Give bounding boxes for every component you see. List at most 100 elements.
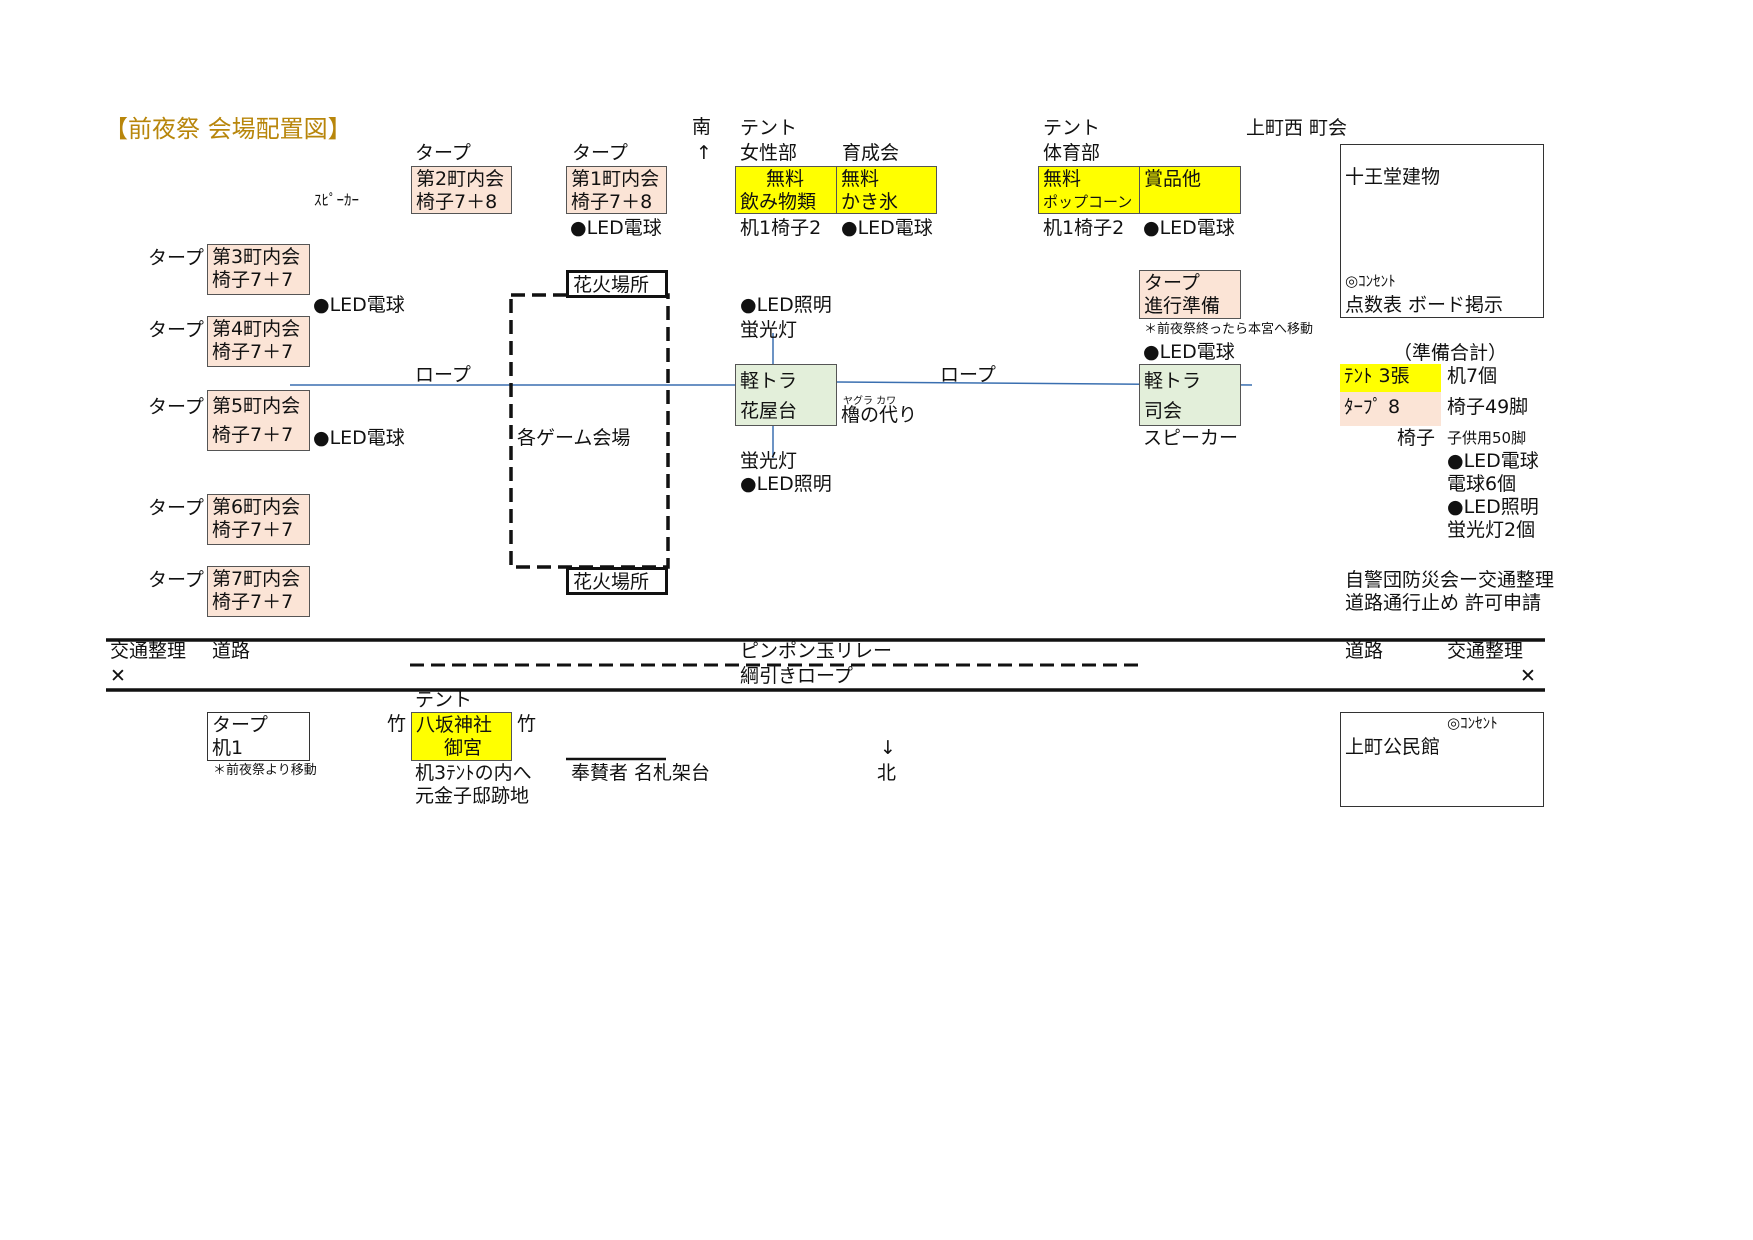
bottom-tent-label: テント: [415, 689, 473, 711]
bamboo-right-label: 竹: [517, 713, 537, 735]
sponsor-stand-label: 奉賛者 名札架台: [571, 762, 711, 784]
neighborhood-5-chairs: 椅子7＋7: [212, 424, 294, 446]
neighborhood-1-chairs: 椅子7＋8: [571, 191, 653, 213]
prep-tents: ﾃﾝﾄ 3張: [1340, 364, 1441, 392]
neighborhood-6-name: 第6町内会: [212, 496, 301, 518]
prizes-tent-label: 賞品他: [1144, 168, 1202, 190]
progress-tarp-label: タープ: [1144, 272, 1200, 294]
prep-fluorescent: 蛍光灯2個: [1447, 519, 1536, 541]
pingpong-relay-label: ピンポン玉リレー: [740, 640, 893, 662]
led-light-bottom: ●LED照明: [740, 473, 832, 495]
yagura-label: 櫓の代り: [841, 404, 918, 426]
jikeidan-line-2: 道路通行止め 許可申請: [1345, 592, 1542, 614]
tarp-label-1: タープ: [572, 142, 628, 164]
tarp-label-7: タープ: [148, 569, 204, 591]
speaker-label: スピーカー: [1143, 427, 1239, 449]
yagura-ruby: ヤグラ カワ: [843, 396, 897, 407]
neighborhood-3-box: 第3町内会 椅子7＋7: [207, 244, 310, 295]
neighborhood-7-chairs: 椅子7＋7: [212, 591, 294, 613]
bottom-tarp-label: タープ: [212, 714, 268, 736]
tarp-label-5: タープ: [148, 396, 204, 418]
move-note: ＊前夜祭終ったら本宮へ移動: [1144, 322, 1314, 337]
tug-rope-label: 綱引きロープ: [740, 665, 853, 687]
south-label: 南: [692, 116, 712, 138]
sports-dept-label: 体育部: [1043, 142, 1101, 164]
youth-dept-label: 育成会: [842, 142, 900, 164]
prep-bulbs: 電球6個: [1447, 473, 1517, 495]
youth-tent-free: 無料: [841, 168, 880, 190]
hall-outlet-icon: ◎ｺﾝｾﾝﾄ: [1447, 714, 1498, 732]
womens-tent-box: 無料 飲み物類: [735, 166, 837, 214]
womens-tent-drinks: 飲み物類: [740, 191, 817, 213]
neighborhood-4-box: 第4町内会 椅子7＋7: [207, 316, 310, 367]
flower-stand-label: 花屋台: [740, 400, 798, 422]
tent-label-2: テント: [1043, 117, 1101, 139]
led-bulb-youth: ●LED電球: [841, 217, 933, 239]
womens-dept-label: 女性部: [740, 142, 798, 164]
neighborhood-4-chairs: 椅子7＋7: [212, 341, 294, 363]
page-title: 【前夜祭 会場配置図】: [104, 115, 352, 143]
road-label-left: 道路: [212, 640, 251, 662]
led-bulb-mc: ●LED電球: [1143, 341, 1235, 363]
tent-label-1: テント: [740, 117, 798, 139]
neighborhood-7-box: 第7町内会 椅子7＋7: [207, 566, 310, 617]
light-truck-flower-box: 軽トラ 花屋台: [735, 364, 837, 426]
prep-desks: 机7個: [1447, 365, 1498, 387]
prep-total-heading: （準備合計）: [1393, 342, 1508, 364]
neighborhood-7-name: 第7町内会: [212, 568, 301, 590]
rope-label-right: ロープ: [940, 364, 996, 386]
prep-led-light: ●LED照明: [1447, 496, 1539, 518]
neighborhood-4-name: 第4町内会: [212, 318, 301, 340]
desk3-label: 机3ﾃﾝﾄの内へ: [415, 762, 532, 784]
game-area-label: 各ゲーム会場: [517, 427, 631, 449]
down-arrow-icon: ↓: [880, 737, 896, 759]
neighborhood-5-name: 第5町内会: [212, 395, 301, 417]
juodo-building-name: 十王堂建物: [1345, 166, 1441, 188]
desk-chair-sports: 机1椅子2: [1043, 217, 1125, 239]
sports-tent-popcorn: ポップコーン: [1043, 193, 1133, 211]
mc-light-truck-label: 軽トラ: [1144, 370, 1202, 392]
bamboo-left-label: 竹: [387, 713, 407, 735]
tarp-label-6: タープ: [148, 497, 204, 519]
tarp-label-3: タープ: [148, 247, 204, 269]
bottom-desk-label: 机1: [212, 737, 244, 759]
up-arrow-icon: ↑: [696, 142, 712, 164]
prep-tarps: ﾀｰﾌﾟ 8: [1340, 392, 1441, 426]
youth-tent-box: 無料 かき氷: [836, 166, 937, 214]
prizes-tent-box: 賞品他: [1139, 166, 1241, 214]
bottom-move-note: ＊前夜祭より移動: [213, 763, 317, 778]
kamimachi-nishi-label: 上町西 町会: [1246, 117, 1348, 139]
tarp-label-2: タープ: [415, 142, 471, 164]
progress-prep-label: 進行準備: [1144, 295, 1221, 317]
progress-prep-box: タープ 進行準備: [1139, 270, 1241, 319]
prep-led-bulb: ●LED電球: [1447, 450, 1539, 472]
traffic-control-right: 交通整理: [1447, 640, 1524, 662]
mc-label: 司会: [1144, 400, 1183, 422]
road-label-right: 道路: [1345, 640, 1384, 662]
light-truck-label: 軽トラ: [740, 370, 798, 392]
led-light-top: ●LED照明: [740, 294, 832, 316]
neighborhood-6-chairs: 椅子7＋7: [212, 519, 294, 541]
juodo-building-box: 十王堂建物 ◎ｺﾝｾﾝﾄ 点数表 ボード掲示: [1340, 144, 1544, 318]
traffic-control-left: 交通整理: [110, 640, 187, 662]
neighborhood-3-name: 第3町内会: [212, 246, 301, 268]
neighborhood-5-box: 第5町内会 椅子7＋7: [207, 390, 310, 451]
fireworks-top-box: 花火場所: [566, 270, 668, 298]
led-bulb-1: ●LED電球: [570, 217, 662, 239]
fireworks-bottom-box: 花火場所: [566, 567, 668, 595]
shrine-box: 八坂神社 御宮: [411, 712, 512, 761]
womens-tent-free: 無料: [766, 168, 805, 190]
fluorescent-top: 蛍光灯: [740, 319, 798, 341]
north-label: 北: [877, 762, 897, 784]
desk-chair-womens: 机1椅子2: [740, 217, 822, 239]
neighborhood-2-name: 第2町内会: [416, 168, 505, 190]
neighborhood-6-box: 第6町内会 椅子7＋7: [207, 494, 310, 545]
juodo-outlet-icon: ◎ｺﾝｾﾝﾄ: [1345, 272, 1396, 290]
tarp-label-4: タープ: [148, 319, 204, 341]
community-hall-name: 上町公民館: [1345, 736, 1441, 758]
shrine-miya: 御宮: [444, 737, 483, 759]
led-bulb-sports: ●LED電球: [1143, 217, 1235, 239]
neighborhood-1-name: 第1町内会: [571, 168, 660, 190]
led-bulb-5: ●LED電球: [313, 427, 405, 449]
speaker-small-label: ｽﾋﾟｰｶｰ: [314, 191, 360, 209]
